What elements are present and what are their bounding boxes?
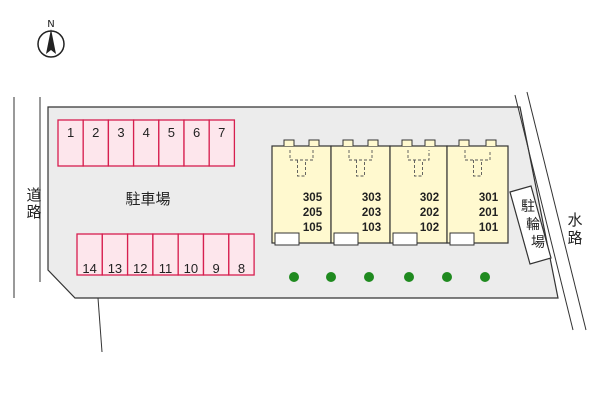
parking-slot	[158, 119, 185, 167]
parking-slot	[57, 119, 84, 167]
parking-slot-number: 3	[117, 125, 124, 140]
apartment-unit-block	[389, 145, 448, 244]
unit-room-number: 102	[420, 222, 439, 234]
parking-slot	[202, 233, 230, 276]
apartment-unit-block	[271, 145, 332, 244]
unit-notch	[485, 139, 497, 146]
bicycle-parking-box	[509, 185, 552, 265]
road-left-label-1: 道	[26, 186, 41, 204]
parking-row-top: 1 2 3 4 5 6 7	[57, 119, 236, 167]
compass: N	[37, 19, 65, 58]
unit-room-number: 305	[303, 192, 323, 204]
unit-entrance	[392, 232, 418, 246]
unit-room-number: 103	[362, 222, 381, 234]
parking-slot-number: 2	[92, 125, 99, 140]
tree-icon	[480, 272, 490, 282]
unit-notch	[424, 139, 436, 146]
parking-slot-number: 1	[67, 125, 74, 140]
tree-icon	[364, 272, 374, 282]
unit-room-number: 201	[479, 207, 499, 219]
parking-row-bottom: 14 13 12 11 10 9 8	[76, 233, 255, 276]
parking-slot-number: 11	[159, 261, 173, 276]
road-left-label-2: 路	[26, 203, 41, 221]
road-right-label-1: 水	[567, 211, 582, 229]
bicycle-parking-label-1: 駐	[521, 199, 535, 215]
parking-label: 駐車場	[125, 190, 170, 208]
parking-slot-number: 12	[133, 261, 147, 276]
unit-entrance	[333, 232, 359, 246]
tree-icon	[326, 272, 336, 282]
unit-room-number: 205	[303, 207, 323, 219]
tree-icon	[442, 272, 452, 282]
parking-slot	[126, 233, 154, 276]
unit-room-number: 202	[420, 207, 439, 219]
bicycle-parking: 駐 輪 場	[509, 185, 552, 265]
waterway-edge-inner	[514, 94, 574, 331]
parking-slot	[177, 233, 205, 276]
road-bottom-spur	[97, 297, 103, 353]
unit-room-number: 303	[362, 192, 381, 204]
parking-slot-number: 4	[143, 125, 150, 140]
parking-slot-number: 7	[218, 125, 225, 140]
compass-label: N	[47, 19, 54, 30]
apartment-unit-block	[446, 145, 509, 244]
unit-notch	[283, 139, 295, 146]
unit-stair-outline	[348, 150, 373, 177]
unit-notch	[367, 139, 379, 146]
parking-slot-number: 9	[213, 261, 220, 276]
unit-notch	[458, 139, 470, 146]
unit-notch	[401, 139, 413, 146]
road-right-label-2: 路	[567, 229, 582, 247]
unit-notch	[308, 139, 320, 146]
parking-slot-number: 6	[193, 125, 200, 140]
bicycle-parking-label-2: 輪	[526, 216, 540, 233]
parking-slot	[228, 233, 255, 276]
parking-slot	[183, 119, 210, 167]
parking-slot	[82, 119, 110, 167]
parking-slot-number: 5	[168, 125, 175, 140]
bicycle-parking-label-3: 場	[531, 235, 545, 251]
unit-room-number: 301	[479, 192, 499, 204]
parking-slot	[101, 233, 129, 276]
unit-room-number: 105	[303, 222, 323, 234]
unit-room-number: 302	[420, 192, 439, 204]
apartment-unit-block	[330, 145, 391, 244]
parking-slot-number: 8	[238, 261, 245, 276]
unit-notch	[342, 139, 354, 146]
unit-room-number: 203	[362, 207, 381, 219]
unit-entrance	[449, 232, 475, 246]
compass-arrow-icon	[46, 29, 56, 54]
unit-entrance	[274, 232, 300, 246]
tree-icon	[404, 272, 414, 282]
parking-slot-number: 13	[108, 261, 122, 276]
unit-stair-outline	[289, 150, 314, 177]
unit-stair-outline	[407, 150, 430, 177]
unit-room-number: 101	[479, 222, 499, 234]
parking-slot-number: 10	[184, 261, 198, 276]
tree-icon	[289, 272, 299, 282]
parking-slot-number: 14	[82, 261, 96, 276]
apartment-building: 305 205 105 303 203 103 302 202 102 301 201 101	[271, 139, 509, 246]
parking-slot	[132, 119, 160, 167]
parking-slot	[208, 119, 236, 167]
unit-stair-outline	[464, 150, 491, 177]
parking-slot	[76, 233, 103, 276]
waterway-edge-outer	[526, 91, 587, 331]
tree-row	[289, 272, 490, 282]
